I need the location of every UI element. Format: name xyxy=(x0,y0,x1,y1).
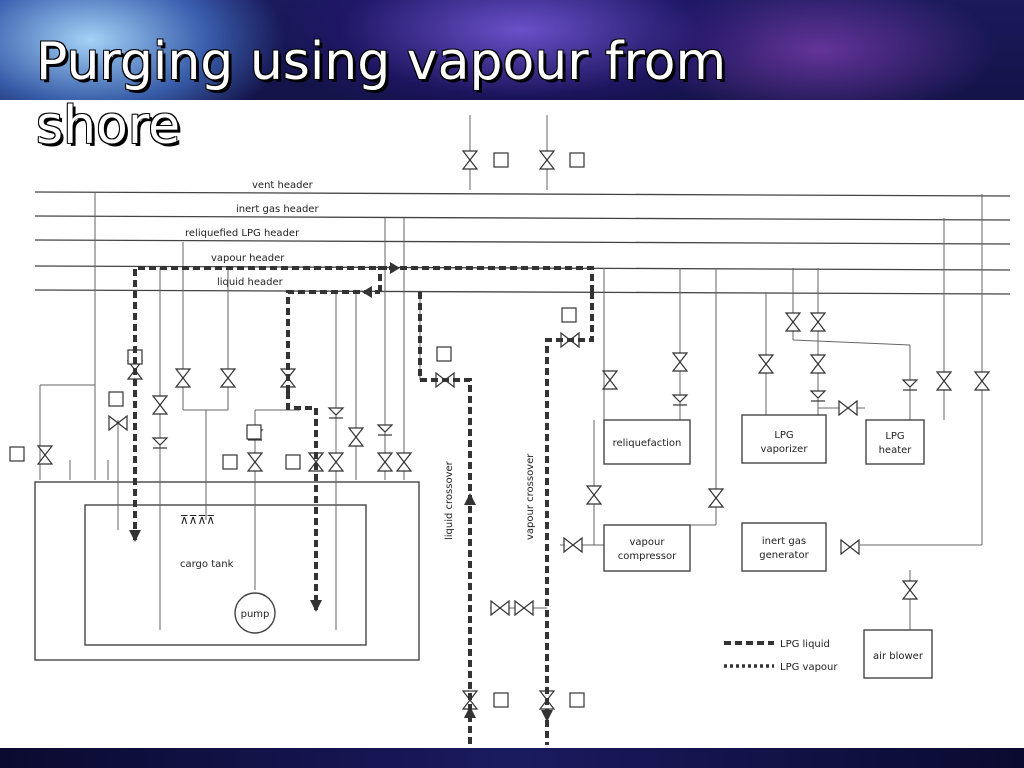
lpg-heater-label-2: heater xyxy=(879,445,913,456)
vapour-header-label: vapour header xyxy=(211,253,285,264)
reliquefaction-box xyxy=(603,419,691,465)
header-lines xyxy=(34,191,1011,295)
inert-gas-generator-label-1: inert gas xyxy=(762,536,806,547)
pump-label: pump xyxy=(241,609,270,620)
reliquefied-lpg-header-line xyxy=(34,239,1011,245)
reliquefied-lpg-header-label: reliquefied LPG header xyxy=(185,228,300,239)
liquid-crossover-label: liquid crossover xyxy=(444,460,455,540)
reliquefaction-label: reliquefaction xyxy=(613,438,682,449)
vent-header-label: vent header xyxy=(252,180,314,191)
spray-nozzles: ⊼⊼⊼⊼ xyxy=(180,513,215,527)
vapour-compressor-label-2: compressor xyxy=(618,551,677,562)
lpg-vaporizer-label-1: LPG xyxy=(774,430,793,441)
slide-title: Purging using vapour from shore xyxy=(36,32,727,156)
inert-gas-generator-label-2: generator xyxy=(759,550,809,561)
inert-gas-generator-box xyxy=(741,522,827,572)
lpg-vapour-flow-path xyxy=(129,262,594,745)
valve-actuators xyxy=(9,152,585,708)
lpg-heater-box xyxy=(865,419,925,465)
vapour-compressor-box xyxy=(603,524,691,572)
lpg-vaporizer-label-2: vaporizer xyxy=(761,444,809,455)
slide-footer-bar xyxy=(0,748,1024,768)
vapour-compressor-label-1: vapour xyxy=(630,537,666,548)
liquid-header-line xyxy=(34,289,1011,295)
liquid-header-label: liquid header xyxy=(217,277,284,288)
legend-lpg-vapour-label: LPG vapour xyxy=(780,662,838,673)
vent-header-line xyxy=(34,191,1011,197)
cargo-tank-label: cargo tank xyxy=(180,559,234,570)
lpg-heater-label-1: LPG xyxy=(885,431,904,442)
cargo-tank-inner xyxy=(84,504,367,646)
legend-lpg-liquid-label: LPG liquid xyxy=(780,639,830,650)
inert-gas-header-label: inert gas header xyxy=(236,204,319,215)
lpg-vaporizer-box xyxy=(741,414,827,464)
vapour-crossover-label: vapour crossover xyxy=(525,453,536,540)
legend: LPG liquid LPG vapour xyxy=(724,639,838,673)
pump-circle xyxy=(234,592,276,634)
air-blower-label: air blower xyxy=(873,651,924,662)
air-blower-box xyxy=(863,629,933,679)
inert-gas-header-line xyxy=(34,215,1011,221)
